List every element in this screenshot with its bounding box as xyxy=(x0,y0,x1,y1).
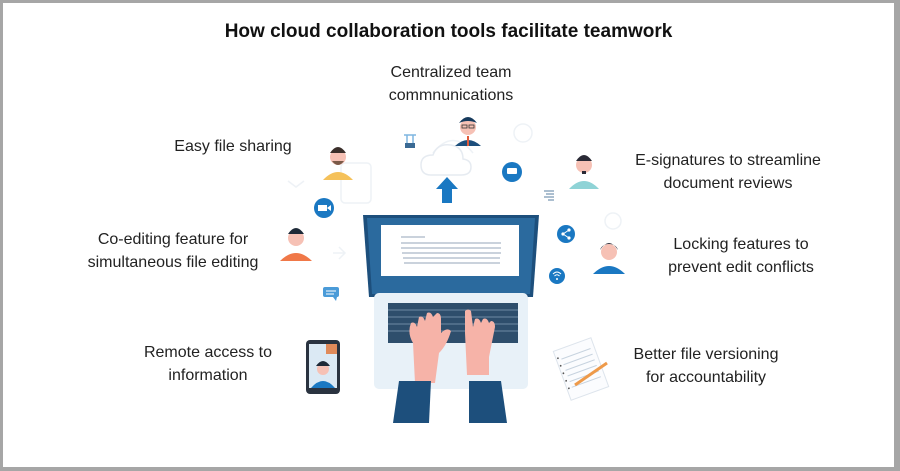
label-co-editing: Co-editing feature for simultaneous file… xyxy=(87,231,259,271)
avatar-co-editing xyxy=(280,228,312,261)
pencil-icon xyxy=(574,361,608,387)
video-camera-icon xyxy=(314,198,334,218)
cloud-upload-icon xyxy=(420,143,472,203)
wifi-icon xyxy=(549,268,565,284)
avatar-centralized xyxy=(455,117,481,146)
notepad-pencil-icon xyxy=(552,337,610,401)
share-icon xyxy=(557,225,575,243)
label-e-signatures: E-signatures to streamline document revi… xyxy=(635,152,821,192)
label-easy-file-sharing: Easy file sharing xyxy=(174,138,292,155)
hands xyxy=(393,309,507,423)
label-centralized-communications: Centralized team commnunications xyxy=(388,64,514,104)
label-locking-features: Locking features to prevent edit conflic… xyxy=(668,236,814,276)
page-title: How cloud collaboration tools facilitate… xyxy=(224,21,673,42)
illustration xyxy=(280,117,625,423)
infographic: How cloud collaboration tools facilitate… xyxy=(3,3,894,467)
message-icon xyxy=(323,287,339,301)
document-lines-icon xyxy=(544,190,554,201)
keyboard xyxy=(388,303,518,343)
label-remote-access: Remote access to information xyxy=(143,344,273,384)
phone-video-call-icon xyxy=(306,340,340,394)
chat-bubble-icon xyxy=(502,162,522,182)
avatar-file-sharing xyxy=(323,147,353,180)
lightbulb-icon xyxy=(404,134,416,148)
laptop xyxy=(363,215,539,423)
laptop-screen-document xyxy=(381,225,519,276)
avatar-locking xyxy=(593,243,625,274)
avatar-e-signatures xyxy=(569,155,599,189)
label-file-versioning: Better file versioning for accountabilit… xyxy=(633,346,779,386)
